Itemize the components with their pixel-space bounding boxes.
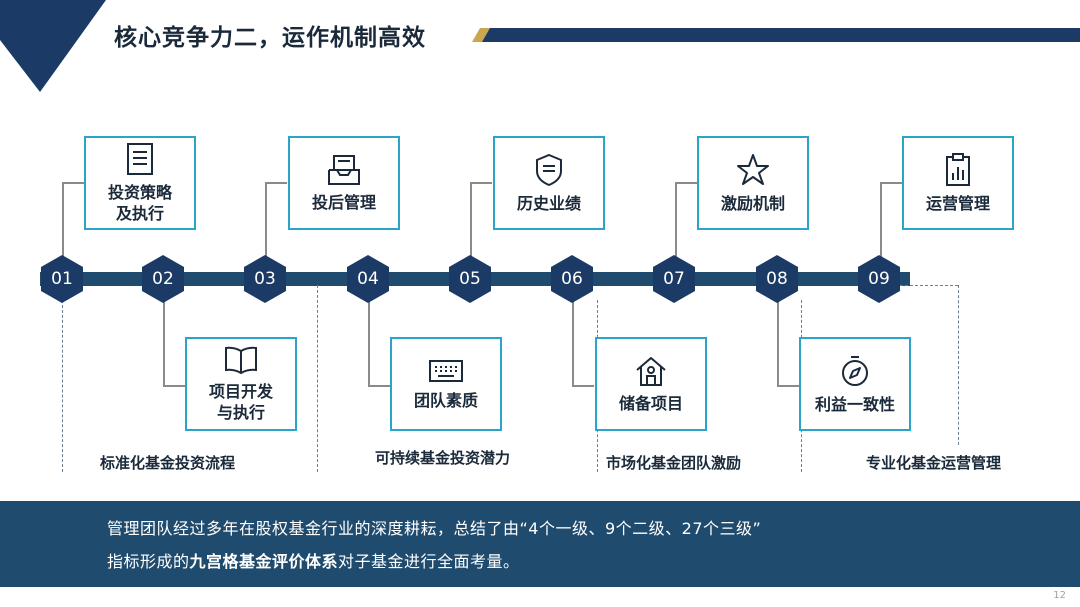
step-card-07: 激励机制 <box>697 136 809 230</box>
shield-document-icon <box>536 153 562 186</box>
connector-line <box>880 182 882 259</box>
step-card-08: 利益一致性 <box>799 337 911 431</box>
hexagon-shape <box>449 255 491 303</box>
book-icon <box>225 346 257 375</box>
step-number: 04 <box>357 269 379 289</box>
step-node-07: 07 <box>650 255 698 307</box>
step-node-03: 03 <box>241 255 289 307</box>
star-icon <box>737 153 769 185</box>
connector-line <box>572 385 594 387</box>
step-card-label: 运营管理 <box>925 193 990 213</box>
connector-line <box>62 182 64 259</box>
clipboard-chart-icon <box>946 152 970 186</box>
step-number: 02 <box>152 269 174 289</box>
connector-line <box>368 385 390 387</box>
group-separator <box>958 285 959 445</box>
footer-text-prefix: 指标形成的 <box>107 552 190 571</box>
step-node-04: 04 <box>344 255 392 307</box>
hexagon-shape <box>551 255 593 303</box>
footer-text-line-1: 管理团队经过多年在股权基金行业的深度耕耘，总结了由“4个一级、9个二级、27个三… <box>107 519 762 538</box>
step-card-02: 项目开发 与执行 <box>185 337 297 431</box>
connector-line <box>265 182 267 259</box>
house-icon <box>636 356 666 386</box>
hexagon-shape <box>756 255 798 303</box>
step-card-label: 利益一致性 <box>814 394 895 414</box>
title-underline-bar <box>472 28 1080 42</box>
step-card-label: 历史业绩 <box>516 193 581 213</box>
step-card-01: 投资策略 及执行 <box>84 136 196 230</box>
step-card-04: 团队素质 <box>390 337 502 431</box>
keyboard-icon <box>429 359 463 382</box>
hexagon-shape <box>653 255 695 303</box>
step-number: 09 <box>868 269 890 289</box>
hexagon-shape <box>244 255 286 303</box>
connector-line <box>470 182 472 259</box>
connector-line <box>572 300 574 386</box>
connector-line <box>675 182 677 259</box>
connector-line <box>163 385 185 387</box>
footer-summary-band <box>0 501 1080 587</box>
step-card-06: 储备项目 <box>595 337 707 431</box>
step-number: 03 <box>254 269 276 289</box>
connector-line <box>880 182 902 184</box>
step-number: 08 <box>766 269 788 289</box>
connector-line <box>163 300 165 386</box>
step-card-label: 团队素质 <box>413 390 478 410</box>
step-card-label: 投资策略 及执行 <box>107 183 172 223</box>
step-node-05: 05 <box>446 255 494 307</box>
group-label: 可持续基金投资潜力 <box>375 449 511 467</box>
step-card-09: 运营管理 <box>902 136 1014 230</box>
step-number: 06 <box>561 269 583 289</box>
page-number: 12 <box>1053 590 1066 601</box>
connector-line <box>675 182 697 184</box>
step-number: 01 <box>51 269 73 289</box>
connector-line <box>777 300 779 386</box>
connector-line <box>62 182 84 184</box>
corner-triangle-decoration <box>0 0 106 92</box>
document-icon <box>127 143 153 175</box>
step-node-01: 01 <box>38 255 86 307</box>
hexagon-shape <box>41 255 83 303</box>
inbox-tray-icon <box>328 154 360 185</box>
hexagon-shape <box>858 255 900 303</box>
group-separator <box>62 300 63 472</box>
step-node-09: 09 <box>855 255 903 307</box>
step-node-06: 06 <box>548 255 596 307</box>
step-card-03: 投后管理 <box>288 136 400 230</box>
compass-icon <box>842 355 868 386</box>
group-label: 市场化基金团队激励 <box>606 454 742 472</box>
group-label: 标准化基金投资流程 <box>100 454 236 472</box>
footer-text-suffix: 对子基金进行全面考量。 <box>338 552 520 571</box>
step-node-08: 08 <box>753 255 801 307</box>
connector-line <box>265 182 287 184</box>
step-number: 05 <box>459 269 481 289</box>
connector-line <box>368 300 370 386</box>
step-card-label: 项目开发 与执行 <box>208 382 273 422</box>
footer-highlight: 九宫格基金评价体系 <box>189 552 339 571</box>
group-separator <box>317 285 318 472</box>
hexagon-shape <box>142 255 184 303</box>
hexagon-shape <box>347 255 389 303</box>
footer-text-line-2: 指标形成的九宫格基金评价体系对子基金进行全面考量。 <box>107 548 520 572</box>
step-card-label: 储备项目 <box>618 393 683 413</box>
connector-line <box>470 182 492 184</box>
step-card-05: 历史业绩 <box>493 136 605 230</box>
step-card-label: 投后管理 <box>311 192 376 212</box>
group-separator <box>900 285 958 286</box>
connector-line <box>777 385 799 387</box>
step-node-02: 02 <box>139 255 187 307</box>
step-number: 07 <box>663 269 685 289</box>
group-label: 专业化基金运营管理 <box>866 454 1002 472</box>
step-card-label: 激励机制 <box>720 193 785 213</box>
slide-title: 核心竞争力二，运作机制高效 <box>114 25 426 51</box>
